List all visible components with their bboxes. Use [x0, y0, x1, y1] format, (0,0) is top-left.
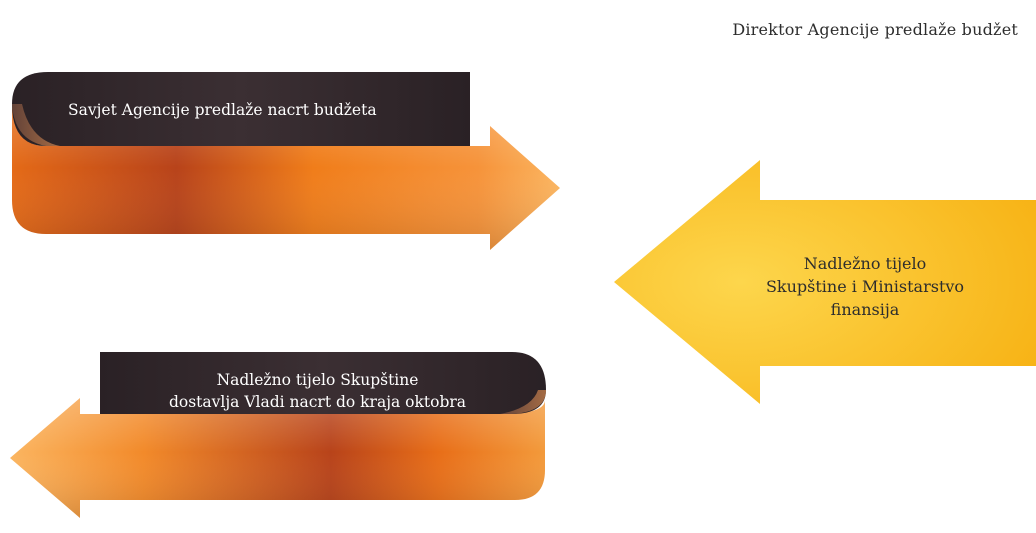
arrow-left-government — [10, 352, 546, 518]
arrow-right-council — [12, 72, 560, 250]
director-proposes-label: Direktor Agencije predlaže budžet — [732, 20, 1018, 39]
arrow-left-ministry — [614, 160, 1036, 404]
council-proposes-text: Savjet Agencije predlaže nacrt budžeta — [68, 101, 377, 119]
government-delivery-line1: Nadležno tijelo Skupštine — [216, 371, 419, 389]
parliament-ministry-line3: finansija — [830, 300, 900, 319]
government-delivery-line2: dostavlja Vladi nacrt do kraja oktobra — [168, 393, 467, 411]
director-proposes-text: Direktor Agencije predlaže budžet — [732, 20, 1018, 39]
parliament-ministry-label: Nadležno tijelo Skupštine i Ministarstvo… — [745, 252, 985, 321]
parliament-ministry-line1: Nadležno tijelo — [803, 254, 927, 273]
council-proposes-label: Savjet Agencije predlaže nacrt budžeta — [68, 101, 377, 119]
parliament-ministry-line2: Skupštine i Ministarstvo — [765, 277, 965, 296]
government-delivery-label: Nadležno tijelo Skupštine dostavlja Vlad… — [100, 369, 535, 413]
